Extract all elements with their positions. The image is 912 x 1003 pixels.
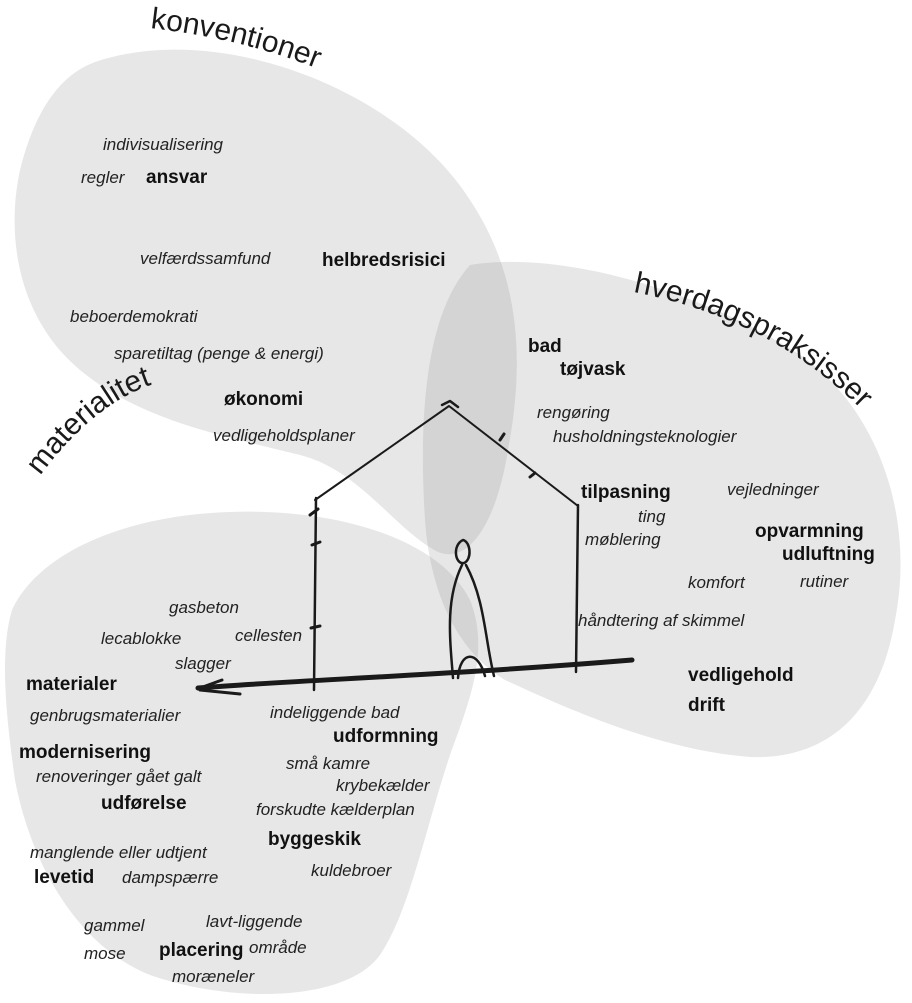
term-rutiner: rutiner <box>800 572 850 591</box>
term-vedligehold: vedligehold <box>688 665 794 686</box>
term-beboerdemokrati: beboerdemokrati <box>70 307 199 326</box>
term-slagger: slagger <box>175 654 232 673</box>
term-skimmel: håndtering af skimmel <box>578 611 746 630</box>
term-vedligeholdsplaner: vedligeholdsplaner <box>213 426 356 445</box>
term-ting: ting <box>638 507 666 526</box>
term-placering: placering <box>159 940 243 961</box>
term-gasbeton: gasbeton <box>169 598 239 617</box>
materialitet-title: materialitet <box>20 360 156 480</box>
term-sma-kamre: små kamre <box>286 754 370 773</box>
term-velfaerdssamfund: velfærdssamfund <box>140 249 271 268</box>
term-tojvask: tøjvask <box>560 359 626 380</box>
term-omrade: område <box>249 938 307 957</box>
term-komfort: komfort <box>688 573 746 592</box>
term-materialer: materialer <box>26 674 117 695</box>
term-lecablokke: lecablokke <box>101 629 181 648</box>
term-kuldebroer: kuldebroer <box>311 861 393 880</box>
term-drift: drift <box>688 695 726 716</box>
term-sparetiltag: sparetiltag (penge & energi) <box>114 344 324 363</box>
term-bad: bad <box>528 336 562 357</box>
term-indivisualisering: indivisualisering <box>103 135 224 154</box>
term-manglende: manglende eller udtjent <box>30 843 208 862</box>
term-rengoring: rengøring <box>537 403 610 422</box>
term-modernisering: modernisering <box>19 742 151 763</box>
term-okonomi: økonomi <box>224 389 303 410</box>
term-levetid: levetid <box>34 867 94 888</box>
term-regler: regler <box>81 168 126 187</box>
term-vejledninger: vejledninger <box>727 480 820 499</box>
term-genbrugsmaterialier: genbrugsmaterialier <box>30 706 182 725</box>
term-cellesten: cellesten <box>235 626 302 645</box>
konventioner-region <box>14 49 517 555</box>
term-udforelse: udførelse <box>101 793 187 814</box>
term-gammel: gammel <box>84 916 146 935</box>
term-renoveringer: renoveringer gået galt <box>36 767 203 786</box>
term-dampspaerre: dampspærre <box>122 868 218 887</box>
materialitet-region <box>4 511 479 994</box>
term-krybekaelder: krybekælder <box>336 776 431 795</box>
term-tilpasning: tilpasning <box>581 482 671 503</box>
term-forskudte: forskudte kælderplan <box>256 800 415 819</box>
term-ansvar: ansvar <box>146 167 208 188</box>
term-moblering: møblering <box>585 530 661 549</box>
term-byggeskik: byggeskik <box>268 829 361 850</box>
term-helbredsrisici: helbredsrisici <box>322 250 446 271</box>
term-mose: mose <box>84 944 126 963</box>
hverdagspraksisser-region <box>422 261 901 758</box>
term-moraeneler: moræneler <box>172 967 256 986</box>
term-lavt-liggende: lavt-liggende <box>206 912 302 931</box>
term-indeliggende-bad: indeliggende bad <box>270 703 400 722</box>
term-udformning: udformning <box>333 726 439 747</box>
house-sketch-icon <box>195 399 635 696</box>
term-husholdningsteknologier: husholdningsteknologier <box>553 427 738 446</box>
term-udluftning: udluftning <box>782 544 875 565</box>
term-opvarmning: opvarmning <box>755 521 864 542</box>
